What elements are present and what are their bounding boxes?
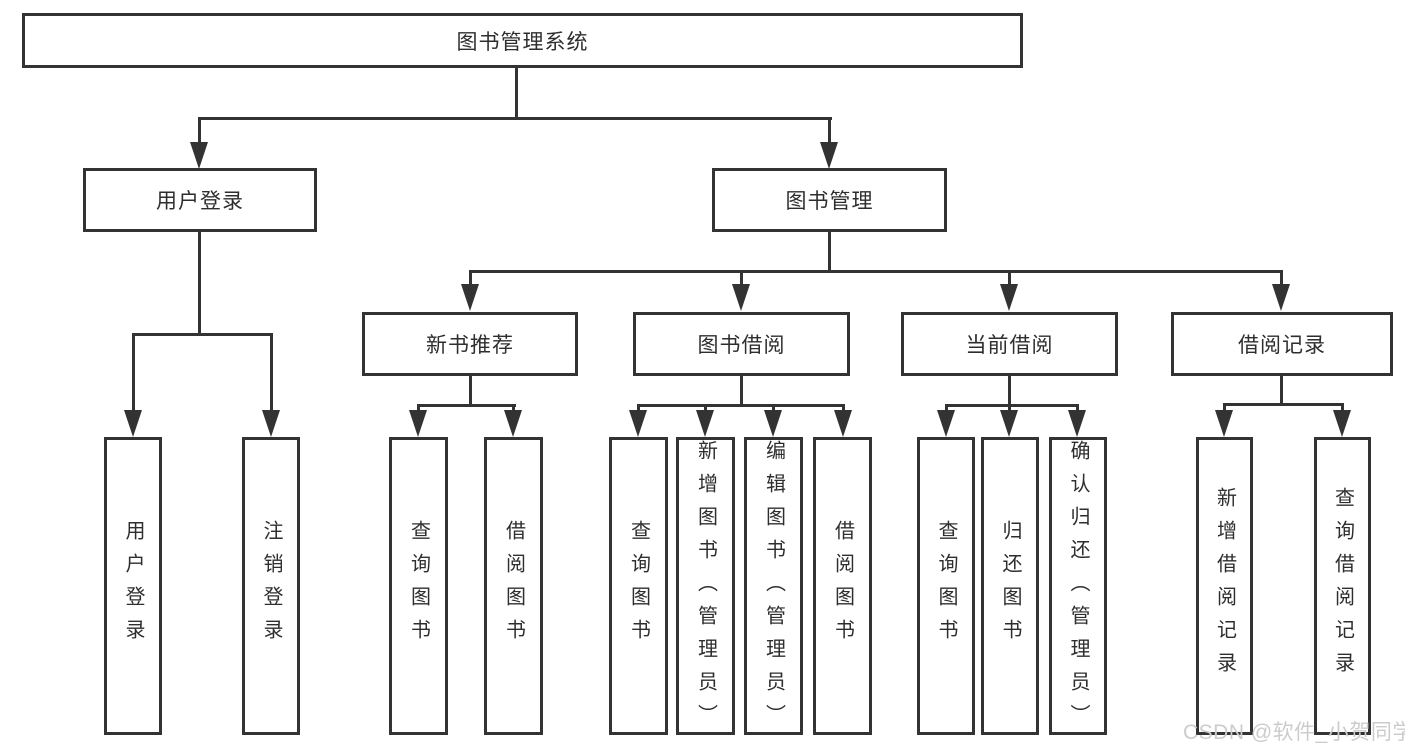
connector-line [1280, 376, 1283, 406]
connector-line [1280, 270, 1283, 285]
node-root-library-system: 图书管理系统 [22, 13, 1023, 68]
leaf-label: 注销登录 [260, 520, 282, 652]
arrowhead-icon [937, 410, 955, 437]
leaf-label: 用户登录 [122, 520, 144, 652]
node-user-login: 用户登录 [83, 168, 317, 232]
arrowhead-icon [190, 142, 208, 169]
connector-line [740, 376, 743, 407]
connector-line [417, 404, 516, 407]
connector-line [828, 232, 831, 273]
arrowhead-icon [409, 410, 427, 437]
arrowhead-icon [1333, 410, 1351, 437]
connector-line [132, 333, 135, 412]
connector-line [198, 117, 201, 143]
node-leaf-return-books: 归还图书 [981, 437, 1039, 735]
connector-line [1008, 404, 1011, 412]
connector-line [1223, 403, 1344, 406]
connector-line [469, 270, 472, 285]
arrowhead-icon [124, 410, 142, 437]
connector-line [637, 404, 845, 407]
connector-line [1341, 403, 1344, 412]
arrowhead-icon [696, 410, 714, 437]
connector-line [1008, 270, 1011, 285]
connector-line [132, 333, 273, 336]
connector-line [270, 333, 273, 412]
leaf-label: 借阅图书 [502, 520, 525, 652]
node-leaf-query-books-1: 查询图书 [389, 437, 448, 735]
arrowhead-icon [1272, 284, 1290, 311]
arrowhead-icon [461, 284, 479, 311]
arrowhead-icon [629, 410, 647, 437]
node-leaf-query-books-2: 查询图书 [609, 437, 668, 735]
connector-line [740, 270, 743, 285]
arrowhead-icon [834, 410, 852, 437]
connector-line [772, 404, 775, 412]
node-borrowing-records: 借阅记录 [1171, 312, 1393, 376]
node-leaf-edit-book-admin: 编辑图书（管理员） [744, 437, 803, 737]
connector-line [198, 117, 832, 120]
connector-line [469, 376, 472, 407]
connector-line [1076, 404, 1079, 412]
node-leaf-add-book-admin: 新增图书（管理员） [676, 437, 735, 737]
leaf-label: 新增图书（管理员） [694, 440, 717, 737]
node-leaf-borrow-books-1: 借阅图书 [484, 437, 543, 735]
arrowhead-icon [1215, 410, 1233, 437]
node-leaf-query-books-3: 查询图书 [917, 437, 975, 735]
connector-line [515, 68, 518, 119]
leaf-label: 新增借阅记录 [1213, 487, 1236, 685]
leaf-label: 查询借阅记录 [1331, 487, 1354, 685]
arrowhead-icon [1000, 410, 1018, 437]
connector-line [704, 404, 707, 412]
leaf-label: 编辑图书（管理员） [762, 440, 785, 737]
connector-line [945, 404, 948, 412]
connector-line [1223, 403, 1226, 412]
node-leaf-logout: 注销登录 [242, 437, 300, 735]
node-leaf-query-borrow-record: 查询借阅记录 [1314, 437, 1371, 735]
arrowhead-icon [732, 284, 750, 311]
node-book-management: 图书管理 [712, 168, 947, 232]
arrowhead-icon [820, 142, 838, 169]
connector-line [417, 404, 420, 412]
connector-line [842, 404, 845, 412]
connector-line [469, 270, 1282, 273]
node-current-borrowing: 当前借阅 [901, 312, 1118, 376]
node-book-borrowing: 图书借阅 [633, 312, 850, 376]
arrowhead-icon [764, 410, 782, 437]
connector-line [512, 404, 515, 412]
connector-line [945, 404, 1079, 407]
arrowhead-icon [1000, 284, 1018, 311]
arrowhead-icon [504, 410, 522, 437]
connector-line [198, 232, 201, 336]
leaf-label: 查询图书 [935, 520, 957, 652]
leaf-label: 确认归还（管理员） [1067, 440, 1089, 737]
connector-line [637, 404, 640, 412]
node-new-book-recommend: 新书推荐 [362, 312, 578, 376]
leaf-label: 归还图书 [999, 520, 1021, 652]
connector-line [1008, 376, 1011, 407]
node-leaf-add-borrow-record: 新增借阅记录 [1196, 437, 1253, 735]
leaf-label: 查询图书 [627, 520, 650, 652]
leaf-label: 借阅图书 [831, 520, 854, 652]
node-leaf-user-login: 用户登录 [104, 437, 162, 735]
csdn-watermark: CSDN @软件_小贺同学 [1183, 721, 1405, 744]
node-leaf-borrow-books-2: 借阅图书 [813, 437, 872, 735]
arrowhead-icon [1068, 410, 1086, 437]
arrowhead-icon [262, 410, 280, 437]
leaf-label: 查询图书 [407, 520, 430, 652]
connector-line [828, 117, 831, 143]
node-leaf-confirm-return-admin: 确认归还（管理员） [1049, 437, 1107, 737]
